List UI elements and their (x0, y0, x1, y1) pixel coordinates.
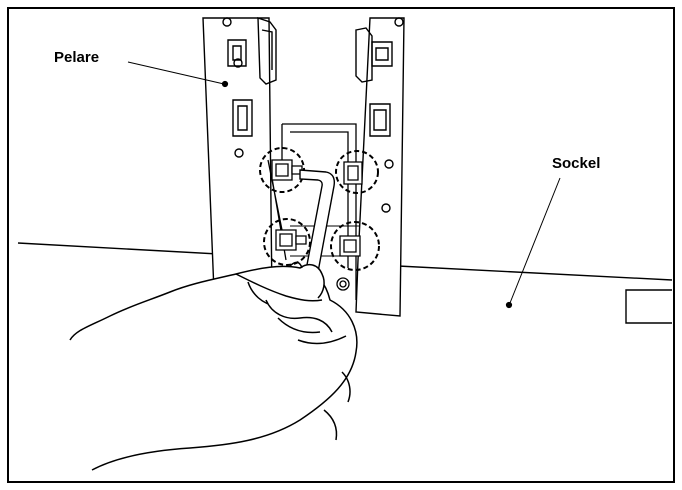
base-outline (17, 242, 673, 324)
left-pillar (202, 17, 277, 301)
leader-base (505, 177, 561, 309)
label-base: Sockel (552, 155, 600, 172)
bolt-bottom-left (275, 229, 307, 251)
bolt-top-right (343, 161, 363, 185)
hand-illustration (69, 261, 358, 471)
bolt-bottom-right (339, 235, 361, 257)
right-pillar (355, 17, 405, 317)
leader-pillar (127, 61, 229, 88)
bolt-top-left (271, 159, 303, 181)
label-pillar: Pelare (54, 49, 99, 66)
